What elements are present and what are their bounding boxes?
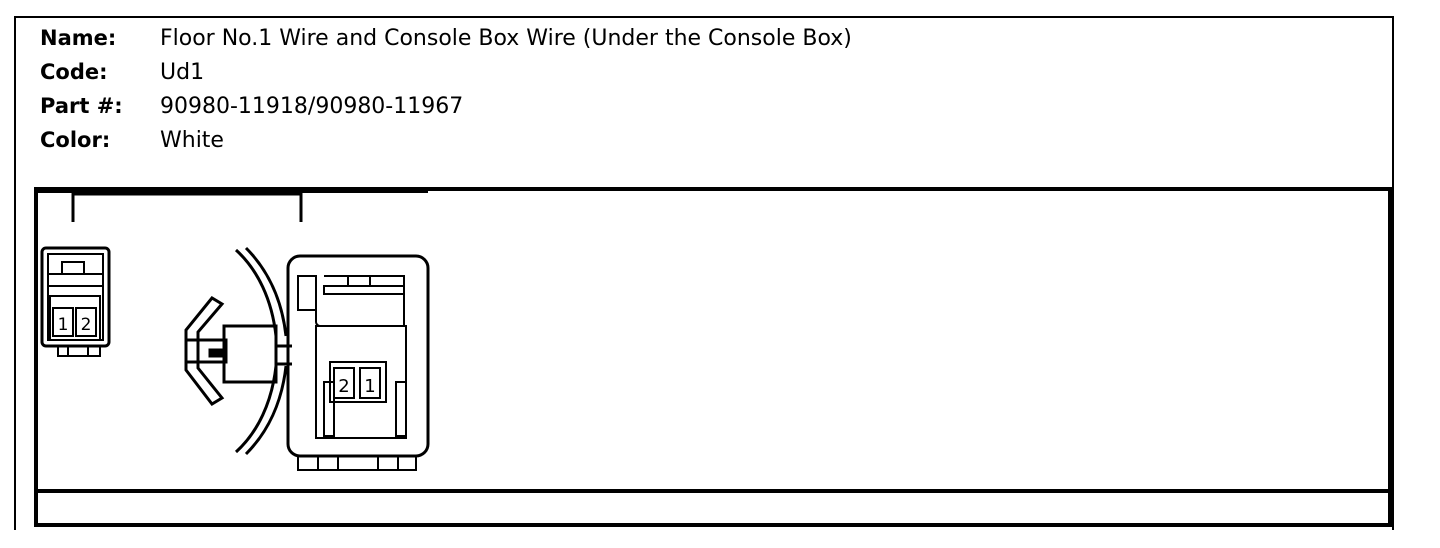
left-connector [40,246,111,357]
color-label: Color: [40,128,111,152]
code-value: Ud1 [160,60,205,85]
right-pin-label: 2 [338,376,349,397]
part-label: Part #: [40,94,123,118]
code-label: Code: [40,60,108,84]
locking-clip [184,246,292,456]
color-value: White [160,128,224,153]
right-connector [286,254,430,471]
name-value: Floor No.1 Wire and Console Box Wire (Un… [160,26,852,51]
name-label: Name: [40,26,117,50]
left-pin-label: 1 [58,315,69,335]
right-pin-label: 1 [364,376,375,397]
pairing-bracket [71,192,303,222]
left-pin-label: 2 [81,315,92,335]
connector-info-frame [14,16,1394,530]
part-value: 90980-11918/90980-11967 [160,94,464,119]
diagram-box [34,187,1392,527]
